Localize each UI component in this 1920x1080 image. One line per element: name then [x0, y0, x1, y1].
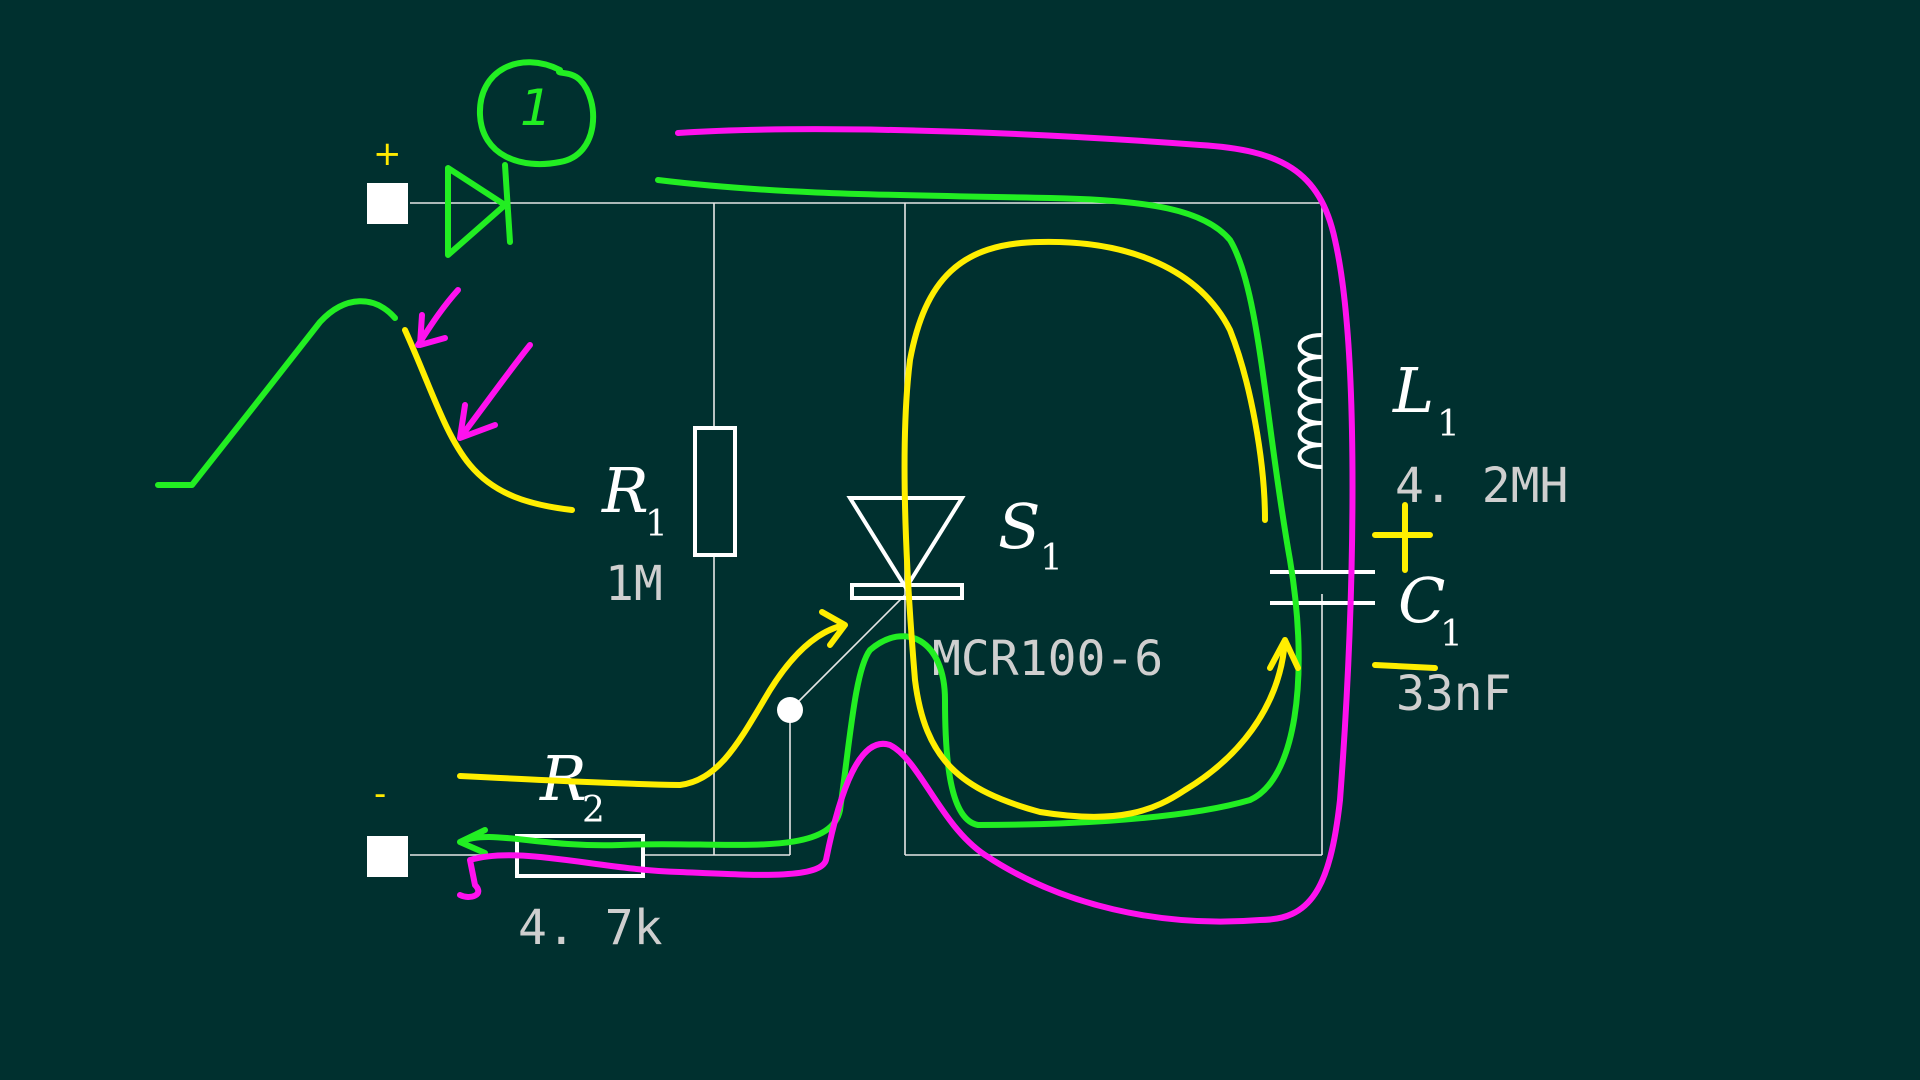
green-diode-drawing — [445, 162, 513, 258]
s1-letter: S — [998, 490, 1040, 563]
r2-label: R 2 — [539, 742, 605, 831]
green-current-loop — [457, 177, 1302, 856]
yellow-current-loop — [457, 609, 848, 788]
s1-index: 1 — [1040, 538, 1063, 579]
magenta-arrow-2 — [457, 342, 533, 441]
yellow-wave-fall — [402, 327, 575, 513]
s1-label: S 1 — [998, 490, 1063, 579]
r2-value: 4. 7k — [518, 900, 663, 956]
yellow-discharge-loop — [901, 238, 1301, 820]
green-circle-annotation — [476, 59, 597, 168]
hand-annotations: 1 — [155, 59, 1438, 925]
l1-value: 4. 2MH — [1395, 458, 1568, 514]
l1-letter: L — [1392, 354, 1434, 427]
r1-value: 1M — [605, 556, 663, 612]
r2-index: 2 — [582, 790, 605, 831]
l1-label: L 1 — [1392, 354, 1460, 445]
l1-index: 1 — [1437, 404, 1460, 445]
negative-sign: - — [374, 774, 386, 814]
magenta-arrow-1 — [415, 287, 461, 348]
s1-value: MCR100-6 — [932, 631, 1163, 687]
c1-capacitor-symbol — [1270, 570, 1375, 605]
positive-terminal — [367, 183, 408, 224]
r1-index: 1 — [645, 504, 668, 545]
c1-letter: C — [1398, 564, 1445, 637]
gate-wire-diagonal — [789, 594, 906, 711]
cap-minus-mark — [1372, 662, 1438, 671]
negative-terminal — [367, 836, 408, 877]
gate-junction-dot — [777, 697, 803, 723]
green-wave-rise — [155, 298, 398, 488]
circled-number: 1 — [520, 79, 552, 137]
c1-label: C 1 — [1398, 564, 1463, 655]
r1-letter: R — [601, 454, 649, 527]
r1-label: R 1 — [601, 454, 668, 545]
l1-inductor-coil — [1297, 333, 1323, 469]
magenta-current-loop — [457, 126, 1356, 925]
r1-resistor-body — [693, 426, 737, 557]
c1-index: 1 — [1440, 614, 1463, 655]
positive-sign: + — [373, 134, 402, 174]
cap-plus-mark — [1372, 502, 1433, 573]
c1-value: 33nF — [1396, 666, 1512, 722]
